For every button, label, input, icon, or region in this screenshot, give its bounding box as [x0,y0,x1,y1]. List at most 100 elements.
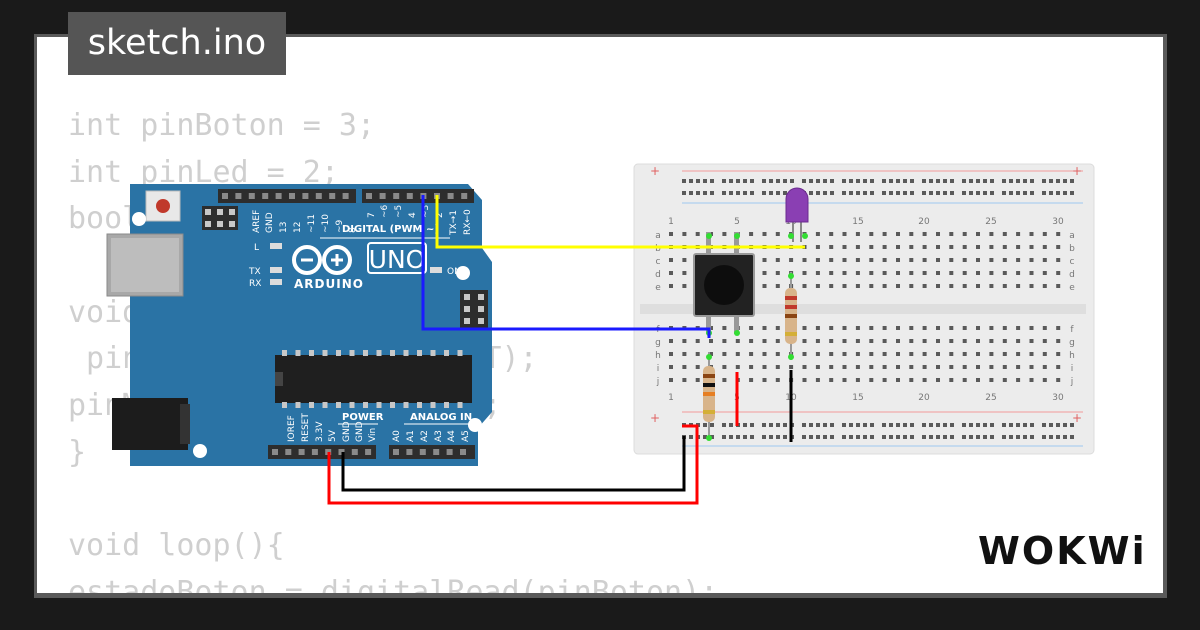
rail-plus-label: + [1072,164,1082,178]
breadboard-hole [922,378,927,382]
breadboard-hole [989,378,994,382]
digital-header-right[interactable] [362,189,474,203]
analog-pin-labels: A0 A1 A2 A3 A4 A5 [392,430,471,442]
breadboard-hole [962,378,967,382]
push-button[interactable] [693,232,755,334]
breadboard-hole [976,271,980,275]
wire-yellow[interactable] [435,195,805,249]
breadboard[interactable]: + + + + 1 5 10 15 20 25 30 1 5 10 15 20 … [633,163,1095,455]
breadboard-hole [882,232,887,236]
rail-hole [1030,423,1034,427]
breadboard-hole [1002,378,1007,382]
rail-hole [863,423,867,427]
breadboard-hole [855,339,860,343]
breadboard-hole [709,339,713,343]
breadboard-hole [1002,326,1007,330]
breadboard-hole [896,378,900,382]
breadboard-hole [962,284,967,288]
rail-hole [943,423,947,427]
breadboard-hole [976,245,980,249]
rail-hole [1016,423,1020,427]
rail-hole [710,191,714,195]
breadboard-hole [762,352,767,356]
breadboard-hole [682,258,687,262]
breadboard-hole [962,271,967,275]
breadboard-hole [855,271,860,275]
reset-button-cap[interactable] [156,199,170,213]
svg-text:A1: A1 [406,430,416,442]
analog-header[interactable] [389,445,475,459]
breadboard-hole [962,232,967,236]
breadboard-hole [842,232,847,236]
rail-hole [929,179,933,183]
breadboard-hole [949,284,954,288]
resistor-button[interactable] [703,352,715,440]
rail-hole [722,179,726,183]
svg-text:GND: GND [265,212,275,233]
breadboard-hole [1016,365,1021,369]
breadboard-hole [922,284,927,288]
breadboard-hole [842,378,847,382]
breadboard-hole [815,378,820,382]
breadboard-hole [815,284,820,288]
rail-hole [950,191,954,195]
breadboard-hole [896,326,900,330]
rail-hole [943,179,947,183]
rail-hole [736,179,740,183]
svg-text:1: 1 [668,393,674,403]
code-line: estadoBoton = digitalRead(pinBoton); [68,574,719,593]
rail-hole [856,191,860,195]
breadboard-hole [1029,326,1034,330]
svg-text:IOREF: IOREF [287,415,297,442]
svg-text:h: h [1069,351,1075,361]
breadboard-hole [949,258,954,262]
svg-text:30: 30 [1052,393,1064,403]
breadboard-hole [1002,339,1007,343]
svg-text:TX→1: TX→1 [449,210,459,236]
arduino-uno-board[interactable]: AREF GND 13 12 ~11 ~10 ~9 8 7 ~6 ~5 4 ~3… [106,184,492,466]
breadboard-hole [896,284,900,288]
rail-hole [896,423,900,427]
rail-hole [842,423,846,427]
rail-hole [769,179,773,183]
power-header[interactable] [268,445,376,459]
rail-hole [830,179,834,183]
rail-hole [950,423,954,427]
digital-header-left[interactable] [218,189,356,203]
breadboard-hole [976,258,980,262]
rail-hole [856,179,860,183]
file-tab[interactable]: sketch.ino [68,12,286,75]
rail-hole [929,191,933,195]
svg-text:d: d [655,270,661,280]
breadboard-hole [1002,245,1007,249]
led-rx-label: RX [249,279,261,289]
rail-hole [922,423,926,427]
rail-hole [1009,191,1013,195]
breadboard-hole [962,245,967,249]
breadboard-hole [842,284,847,288]
svg-text:a: a [655,231,661,241]
breadboard-hole [1016,378,1021,382]
breadboard-hole [802,284,807,288]
led-l-label: L [254,243,259,253]
breadboard-hole [1056,365,1061,369]
wokwi-logo[interactable]: WOKWi [970,520,1155,580]
breadboard-hole [842,365,847,369]
svg-text:GND: GND [342,421,352,442]
rail-hole [929,435,933,439]
mounting-hole [468,418,482,432]
wire-red[interactable] [327,424,699,505]
breadboard-hole [1056,232,1061,236]
resistor-led[interactable] [785,272,797,360]
wire-blue[interactable] [421,195,711,338]
led-l [270,243,282,249]
wire-black[interactable] [341,436,686,492]
rail-hole [856,423,860,427]
rail-hole [990,435,994,439]
breadboard-hole [1002,258,1007,262]
breadboard-hole [802,378,807,382]
rail-hole [823,423,827,427]
breadboard-hole [936,232,940,236]
led-purple[interactable] [785,187,809,242]
rail-hole [809,423,813,427]
